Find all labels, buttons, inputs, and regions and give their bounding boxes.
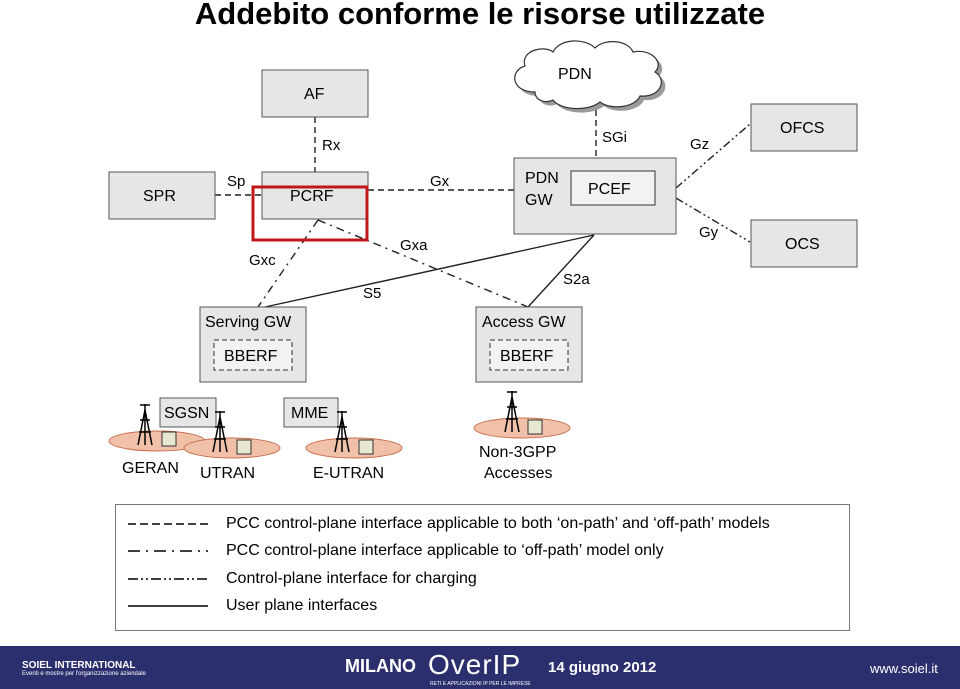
footer-website-link[interactable]: www.soiel.it (870, 661, 938, 676)
footer-city: MILANO (345, 656, 416, 676)
bberf-serving-label: BBERF (224, 348, 278, 365)
mme-label: MME (291, 405, 328, 422)
link-s2a (527, 234, 595, 308)
sgi-label: SGi (602, 129, 627, 146)
legend-text: Control-plane interface for charging (226, 570, 477, 587)
handset-icon (236, 439, 252, 455)
dashed-line-sample (128, 523, 208, 525)
s2a-label: S2a (563, 271, 590, 288)
gx-label: Gx (430, 173, 450, 190)
sp-label: Sp (227, 173, 245, 190)
link-gy (675, 197, 751, 243)
architecture-diagram: PDN AF SPR PCRF PDN GW PCEF OFCS OCS Ser… (108, 40, 858, 482)
rx-label: Rx (322, 137, 341, 154)
ofcs-label: OFCS (780, 120, 824, 137)
legend-text: PCC control-plane interface applicable t… (226, 515, 770, 532)
non3gpp-label-1: Non-3GPP (479, 444, 556, 461)
link-gxa (317, 219, 529, 308)
legend: PCC control-plane interface applicable t… (115, 504, 850, 631)
pcrf-highlight (251, 185, 369, 242)
antenna-tower-icon (212, 411, 228, 453)
soiel-logo: SOIEL INTERNATIONAL Eventi e mostre per … (22, 660, 146, 677)
solid-line-sample (128, 605, 208, 607)
handset-icon (358, 439, 374, 455)
legend-text: PCC control-plane interface applicable t… (226, 542, 664, 559)
page-title: Addebito conforme le risorse utilizzate (194, 0, 766, 31)
legend-item: Control-plane interface for charging (128, 568, 477, 590)
eutran-area: E-UTRAN (305, 411, 403, 482)
af-label: AF (304, 86, 325, 103)
ofcs-box (750, 103, 858, 152)
af-box (261, 69, 369, 118)
utran-area: UTRAN (183, 411, 281, 482)
eutran-label: E-UTRAN (313, 465, 384, 482)
soiel-org-name: SOIEL INTERNATIONAL (22, 660, 136, 671)
pdn-gw-label-1: PDN (525, 170, 559, 187)
antenna-tower-icon (504, 391, 520, 433)
gz-label: Gz (690, 136, 709, 153)
ocs-label: OCS (785, 236, 820, 253)
pcef-box (570, 170, 656, 206)
handset-icon (527, 419, 543, 435)
access-gw-label: Access GW (482, 314, 566, 331)
gxa-label: Gxa (400, 237, 428, 254)
pcrf-box (261, 171, 369, 220)
utran-label: UTRAN (200, 465, 255, 482)
pcef-label: PCEF (588, 181, 631, 198)
dash-dot-dot-line-sample (128, 578, 208, 580)
serving-gw-label: Serving GW (205, 314, 292, 331)
antenna-tower-icon (334, 411, 350, 453)
link-gz (675, 123, 751, 189)
legend-item: PCC control-plane interface applicable t… (128, 513, 770, 535)
footer-bar: SOIEL INTERNATIONAL Eventi e mostre per … (0, 646, 960, 689)
pdn-gw-label-2: GW (525, 192, 553, 209)
spr-label: SPR (143, 188, 176, 205)
dash-dot-line-sample (128, 550, 208, 552)
legend-item: PCC control-plane interface applicable t… (128, 540, 664, 562)
bberf-serving-box (213, 339, 293, 371)
pcrf-label: PCRF (290, 188, 334, 205)
s5-label: S5 (363, 285, 381, 302)
handset-icon (161, 431, 177, 447)
bberf-access-label: BBERF (500, 348, 554, 365)
pdn-label: PDN (558, 66, 592, 83)
legend-item: User plane interfaces (128, 595, 377, 617)
non3gpp-area: Non-3GPP Accesses (473, 391, 571, 482)
antenna-tower-icon (137, 404, 153, 446)
bberf-access-box (489, 339, 569, 371)
legend-text: User plane interfaces (226, 597, 378, 614)
footer-date: 14 giugno 2012 (548, 659, 657, 676)
geran-label: GERAN (122, 460, 179, 477)
geran-area: GERAN (108, 404, 206, 477)
spr-box (108, 171, 216, 220)
gxc-label: Gxc (249, 252, 276, 269)
non3gpp-label-2: Accesses (484, 465, 552, 482)
overip-tagline: RETI E APPLICAZIONI IP PER LE IMPRESE (430, 681, 531, 687)
sgsn-box (159, 397, 217, 428)
pdn-cloud: PDN (514, 40, 666, 113)
gy-label: Gy (699, 224, 719, 241)
link-s5 (264, 234, 595, 308)
ocs-box (750, 219, 858, 268)
overip-logo: OverIP (428, 649, 522, 680)
sgsn-label: SGSN (164, 405, 209, 422)
soiel-org-subtitle: Eventi e mostre per l'organizzazione azi… (22, 671, 146, 677)
